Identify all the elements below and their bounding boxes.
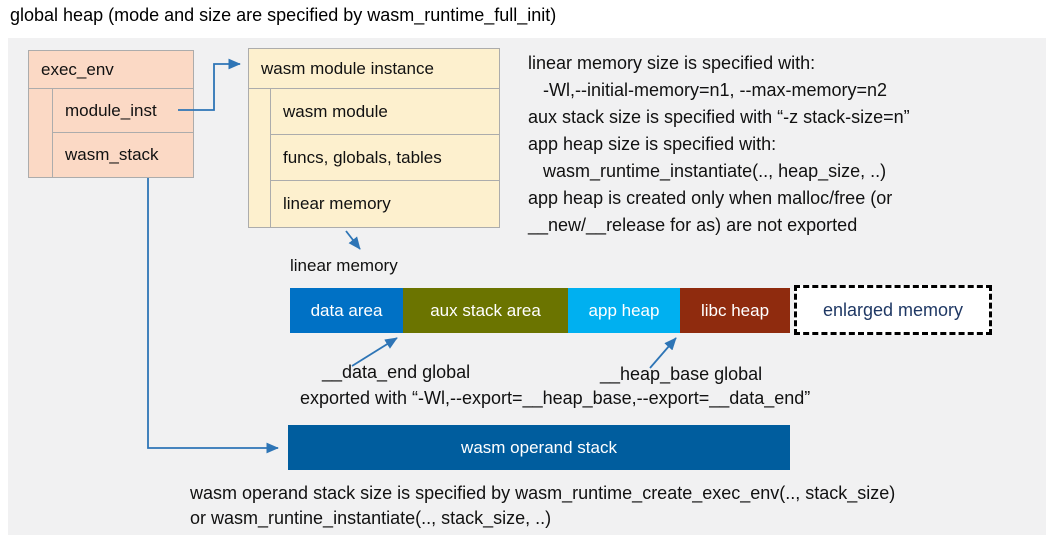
module-instance-row-funcs-globals-tables: funcs, globals, tables	[271, 135, 499, 181]
note-line: wasm operand stack size is specified by …	[190, 483, 896, 503]
module-instance-row-linear-memory: linear memory	[283, 194, 391, 213]
module-instance-row-wasm-module: wasm module	[271, 89, 499, 135]
exec-env-box: exec_env module_inst wasm_stack	[28, 50, 194, 178]
segment-libc-heap: libc heap	[680, 288, 790, 333]
note-line: aux stack size is specified with “-z sta…	[528, 107, 910, 127]
exec-env-header: exec_env	[29, 51, 193, 89]
note-line: -Wl,--initial-memory=n1, --max-memory=n2	[528, 80, 888, 100]
note-line: or wasm_runtine_instantiate(.., stack_si…	[190, 508, 552, 528]
segment-app-heap: app heap	[568, 288, 680, 333]
wasm-module-instance-header: wasm module instance	[249, 49, 499, 89]
diagram-title: global heap (mode and size are specified…	[10, 5, 557, 25]
note-line: __new/__release for as) are not exported	[528, 215, 858, 235]
note-line: wasm_runtime_instantiate(.., heap_size, …	[528, 161, 887, 181]
segment-enlarged-memory: enlarged memory	[794, 285, 992, 335]
operand-stack-notes: wasm operand stack size is specified by …	[190, 481, 895, 531]
segment-data-area: data area	[290, 288, 403, 333]
exec-env-row-module-inst: module_inst	[53, 89, 193, 133]
linear-memory-bar: data area aux stack area app heap libc h…	[290, 288, 790, 333]
note-line: app heap is created only when malloc/fre…	[528, 188, 893, 208]
wasm-module-instance-indent-strip	[249, 89, 271, 227]
wasm-module-instance-box: wasm module instance wasm module funcs, …	[248, 48, 500, 228]
linear-memory-label: linear memory	[290, 256, 398, 275]
data-end-global-label: __data_end global	[322, 362, 471, 382]
heap-base-global-label: __heap_base global	[600, 364, 763, 384]
segment-aux-stack-area: aux stack area	[403, 288, 568, 333]
wasm-operand-stack-box: wasm operand stack	[288, 425, 790, 470]
note-line: app heap size is specified with:	[528, 134, 777, 154]
note-line: linear memory size is specified with:	[528, 53, 816, 73]
export-note: exported with “-Wl,--export=__heap_base,…	[300, 388, 811, 408]
exec-env-row-wasm-stack: wasm_stack	[65, 145, 159, 164]
exec-env-indent-strip	[29, 89, 53, 177]
size-notes-block: linear memory size is specified with: -W…	[528, 50, 910, 239]
